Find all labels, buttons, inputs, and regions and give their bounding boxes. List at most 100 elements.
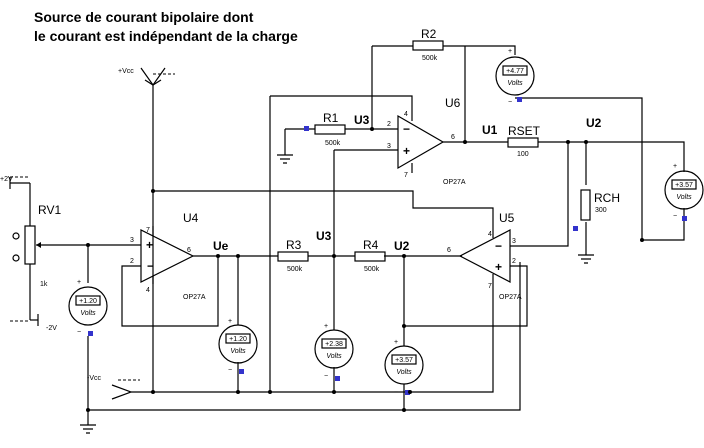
voltmeter-rch: +3.57 Volts + − bbox=[664, 163, 704, 221]
ground-symbol-rch bbox=[578, 254, 594, 264]
svg-text:+3.57: +3.57 bbox=[675, 182, 693, 189]
svg-text:Volts: Volts bbox=[396, 369, 412, 376]
svg-text:500k: 500k bbox=[287, 266, 303, 273]
voltmeter-u3: +2.38 Volts + − bbox=[314, 323, 354, 381]
node-label-u3-top: U3 bbox=[354, 113, 370, 127]
svg-text:500k: 500k bbox=[422, 55, 438, 62]
svg-text:U4: U4 bbox=[183, 211, 199, 225]
ground-symbol-r1 bbox=[277, 154, 293, 164]
svg-text:+1.20: +1.20 bbox=[229, 336, 247, 343]
svg-text:6: 6 bbox=[187, 247, 191, 254]
svg-text:−: − bbox=[673, 213, 677, 220]
opamp-u6: − + 2 3 6 4 7 U6 OP27A bbox=[387, 96, 466, 186]
vcc-bottom-supply: -Vcc bbox=[87, 375, 140, 400]
svg-text:+: + bbox=[324, 323, 328, 330]
svg-text:−: − bbox=[228, 367, 232, 374]
node-label-u3-bottom: U3 bbox=[316, 229, 332, 243]
potentiometer-rv1: RV1 1k bbox=[12, 203, 61, 288]
svg-text:7: 7 bbox=[404, 172, 408, 179]
svg-text:RCH: RCH bbox=[594, 191, 620, 205]
svg-text:4: 4 bbox=[404, 111, 408, 118]
svg-text:R4: R4 bbox=[363, 238, 379, 252]
svg-text:Volts: Volts bbox=[80, 310, 96, 317]
title-line2: le courant est indépendant de la charge bbox=[34, 28, 298, 44]
svg-text:2: 2 bbox=[512, 258, 516, 265]
svg-text:3: 3 bbox=[512, 238, 516, 245]
svg-text:6: 6 bbox=[447, 247, 451, 254]
svg-text:-2V: -2V bbox=[46, 325, 57, 332]
svg-text:6: 6 bbox=[451, 134, 455, 141]
svg-text:+: + bbox=[673, 163, 677, 170]
svg-text:U6: U6 bbox=[445, 96, 461, 110]
svg-text:-Vcc: -Vcc bbox=[87, 375, 102, 382]
svg-text:100: 100 bbox=[517, 151, 529, 158]
resistor-r3: R3 500k bbox=[277, 238, 309, 273]
svg-text:500k: 500k bbox=[364, 266, 380, 273]
voltmeter-ue: +1.20 Volts + − bbox=[218, 318, 258, 374]
svg-text:2: 2 bbox=[387, 121, 391, 128]
svg-text:300: 300 bbox=[595, 207, 607, 214]
svg-text:7: 7 bbox=[488, 283, 492, 290]
svg-text:OP27A: OP27A bbox=[443, 179, 466, 186]
svg-text:R1: R1 bbox=[323, 111, 339, 125]
svg-text:+: + bbox=[77, 279, 81, 286]
svg-text:Volts: Volts bbox=[230, 348, 246, 355]
title-line1: Source de courant bipolaire dont bbox=[34, 9, 254, 25]
node-label-ue: Ue bbox=[213, 239, 229, 253]
svg-text:RSET: RSET bbox=[508, 124, 541, 138]
svg-text:+2V: +2V bbox=[0, 176, 13, 183]
svg-text:−: − bbox=[495, 239, 502, 253]
svg-text:+4.77: +4.77 bbox=[506, 68, 524, 75]
svg-text:4: 4 bbox=[146, 287, 150, 294]
svg-text:+: + bbox=[394, 339, 398, 346]
svg-text:3: 3 bbox=[387, 143, 391, 150]
svg-text:+: + bbox=[228, 318, 232, 325]
svg-text:+: + bbox=[146, 238, 153, 252]
svg-text:OP27A: OP27A bbox=[499, 294, 522, 301]
svg-text:−: − bbox=[394, 389, 398, 396]
opamp-u5: − + 3 2 6 4 7 U5 OP27A bbox=[447, 211, 522, 301]
svg-text:1k: 1k bbox=[40, 281, 48, 288]
svg-text:−: − bbox=[77, 329, 81, 336]
resistor-r1: R1 500k bbox=[314, 111, 346, 147]
node-label-u2-bottom: U2 bbox=[394, 239, 410, 253]
probe-markers bbox=[304, 126, 578, 231]
svg-text:+: + bbox=[403, 144, 410, 158]
resistor-rch: RCH 300 bbox=[580, 189, 620, 221]
svg-text:R3: R3 bbox=[286, 238, 302, 252]
svg-text:RV1: RV1 bbox=[38, 203, 61, 217]
svg-text:+3.57: +3.57 bbox=[395, 357, 413, 364]
svg-text:+Vcc: +Vcc bbox=[118, 68, 134, 75]
rv-top-supply: +2V bbox=[0, 176, 30, 189]
svg-text:+2.38: +2.38 bbox=[325, 341, 343, 348]
voltmeter-u2: +3.57 Volts + − bbox=[384, 339, 424, 396]
resistor-r4: R4 500k bbox=[354, 238, 386, 273]
svg-text:7: 7 bbox=[146, 227, 150, 234]
vcc-top-supply: +Vcc bbox=[118, 67, 175, 87]
svg-text:−: − bbox=[508, 99, 512, 106]
resistor-rset: RSET 100 bbox=[507, 124, 541, 158]
svg-text:R2: R2 bbox=[421, 27, 437, 41]
svg-text:−: − bbox=[324, 373, 328, 380]
voltmeter-r2: +4.77 Volts + − bbox=[495, 48, 535, 106]
svg-text:2: 2 bbox=[130, 258, 134, 265]
svg-text:+: + bbox=[495, 260, 502, 274]
svg-text:−: − bbox=[403, 122, 410, 136]
svg-text:4: 4 bbox=[488, 231, 492, 238]
svg-text:−: − bbox=[147, 259, 154, 273]
svg-text:Volts: Volts bbox=[676, 194, 692, 201]
svg-text:500k: 500k bbox=[325, 140, 341, 147]
resistor-r2: R2 500k bbox=[412, 27, 444, 62]
junction-dots bbox=[86, 127, 644, 412]
svg-text:Volts: Volts bbox=[507, 80, 523, 87]
svg-text:3: 3 bbox=[130, 237, 134, 244]
rv-bottom-supply: -2V bbox=[10, 314, 57, 332]
opamp-u4: + − 3 2 6 7 4 U4 OP27A bbox=[125, 211, 206, 301]
node-label-u1: U1 bbox=[482, 123, 498, 137]
wires bbox=[10, 45, 685, 425]
svg-text:+: + bbox=[508, 48, 512, 55]
svg-text:Volts: Volts bbox=[326, 353, 342, 360]
ground-symbol-main bbox=[80, 424, 96, 434]
svg-text:+1.20: +1.20 bbox=[79, 298, 97, 305]
